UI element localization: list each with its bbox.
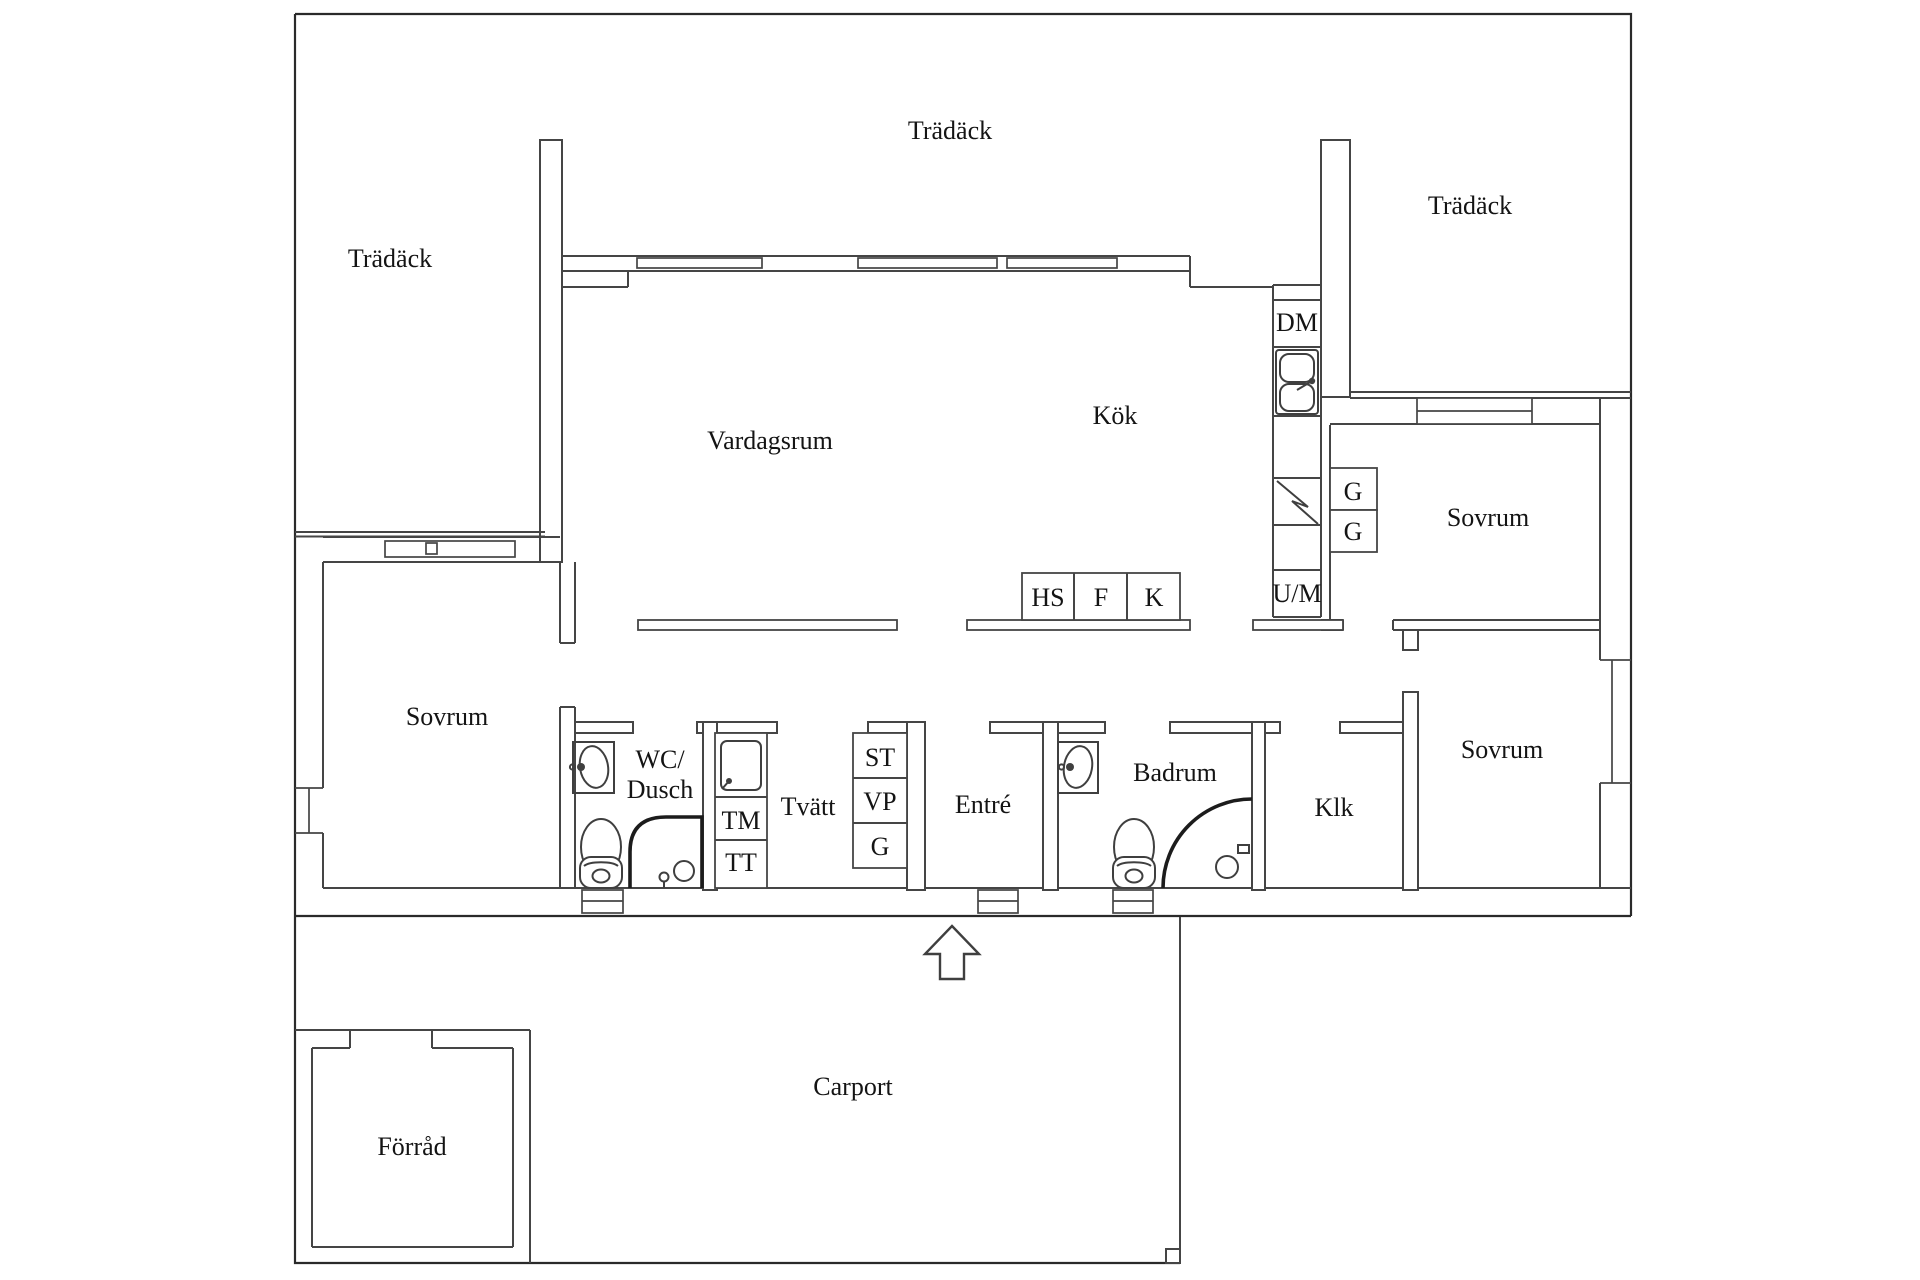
label-oven-microwave: U/M (1272, 579, 1321, 608)
interior-walls (295, 562, 1419, 1263)
label-deck-top: Trädäck (908, 116, 992, 145)
kitchen-fixtures (1275, 349, 1319, 525)
window-east (1600, 659, 1631, 784)
kitchen-cabinet-row (1021, 572, 1181, 621)
laundry-sink-icon (720, 740, 762, 791)
sill-um (1252, 619, 1344, 631)
label-wc-line2: Dusch (627, 775, 693, 804)
window-west (295, 787, 323, 834)
laundry-machine-column (714, 732, 768, 889)
entrance-arrow-icon (922, 924, 982, 981)
label-freezer: F (1094, 583, 1108, 612)
bathroom-shower-door-icon (1161, 797, 1253, 889)
label-bedroom-se: Sovrum (1461, 735, 1543, 764)
label-washing-machine: TM (722, 806, 761, 835)
window-living-1 (636, 257, 763, 269)
cabinets (637, 467, 1378, 889)
label-kitchen: Kök (1093, 401, 1138, 430)
wc-fixtures (568, 741, 704, 889)
laundry-stack (852, 732, 908, 869)
laundry-fixtures (720, 740, 762, 791)
label-bedroom-ne: Sovrum (1447, 503, 1529, 532)
wc-shower-icon (628, 815, 704, 888)
label-laundry-g: G (871, 832, 890, 861)
exterior-walls (295, 139, 1631, 889)
bathroom-fixtures (1057, 741, 1253, 889)
label-laundry-vp: VP (863, 787, 896, 816)
label-deck-right: Trädäck (1428, 191, 1512, 220)
wc-basin-icon (572, 741, 615, 794)
carport-post (1165, 1248, 1181, 1264)
shower-handle-icon (1237, 844, 1250, 854)
window-bedroom-left-north (384, 540, 516, 558)
label-dishwasher: DM (1276, 308, 1318, 337)
label-laundry-st: ST (865, 743, 895, 772)
sill-living (637, 619, 898, 631)
window-kitchen (1006, 257, 1118, 269)
label-bedroom-left: Sovrum (406, 702, 488, 731)
wardrobe-box-2 (1329, 509, 1378, 553)
entrance-arrow (922, 924, 982, 981)
window-living-2 (857, 257, 998, 269)
label-dryer: TT (725, 848, 757, 877)
label-wardrobe-2: G (1344, 517, 1363, 546)
label-deck-left: Trädäck (348, 244, 432, 273)
label-living-room: Vardagsrum (707, 426, 833, 455)
label-wardrobe-1: G (1344, 477, 1363, 506)
label-closet: Klk (1315, 793, 1354, 822)
kitchen-sink-icon (1275, 349, 1319, 415)
label-fridge: K (1145, 583, 1164, 612)
label-storage: Förråd (377, 1132, 446, 1161)
sill-kitchen (966, 619, 1191, 631)
windows (295, 257, 1631, 914)
room-labels: Trädäck Trädäck Trädäck Vardagsrum Kök S… (348, 116, 1543, 1161)
label-laundry: Tvätt (781, 792, 837, 821)
label-wc-line1: WC/ (635, 745, 685, 774)
stove-icon (1276, 480, 1319, 525)
label-carport: Carport (813, 1072, 893, 1101)
wardrobe-box-1 (1329, 467, 1378, 511)
outer-boundary (293, 12, 1633, 1265)
label-tall-cabinet: HS (1031, 583, 1064, 612)
label-entry: Entré (955, 790, 1011, 819)
label-bathroom: Badrum (1133, 758, 1217, 787)
